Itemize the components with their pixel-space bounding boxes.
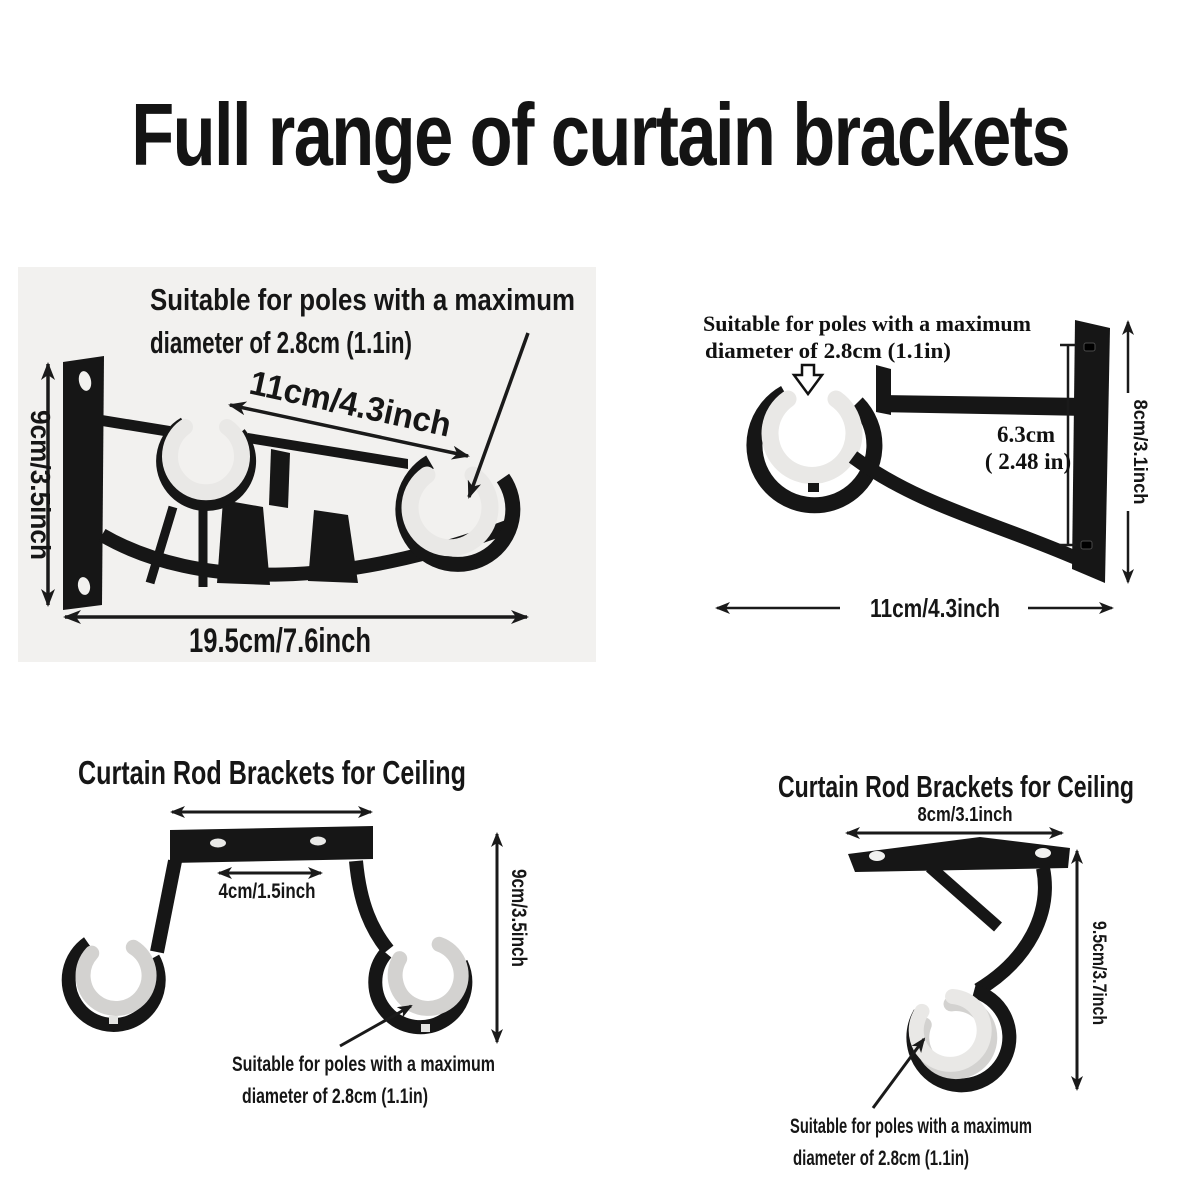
note-line1: Suitable for poles with a maximum	[790, 1115, 1032, 1138]
dim-height-label: 8cm/3.1inch	[1129, 400, 1150, 505]
cone-support	[308, 510, 358, 583]
left-leg	[150, 859, 182, 954]
single-ceiling-bracket-figure: Curtain Rod Brackets for Ceiling 8cm/3.1…	[778, 769, 1134, 1170]
page-title-text: Full range of curtain brackets	[131, 85, 1070, 184]
figure-title: Curtain Rod Brackets for Ceiling	[78, 754, 466, 791]
annotations: 8cm/3.1inch 9.5cm/3.7inch Suitable for p…	[790, 804, 1109, 1170]
screw-hole	[1080, 540, 1093, 550]
note-line1: Suitable for poles with a maximum	[232, 1053, 495, 1076]
note-line1: Suitable for poles with a maximum	[150, 282, 575, 317]
dim-width-label: 8cm/3.1inch	[918, 804, 1013, 826]
double-wall-bracket-drawing	[63, 356, 521, 610]
left-rod-clip	[75, 939, 157, 1016]
wall-plate	[1072, 320, 1110, 583]
dim-drop-cm: 6.3cm	[997, 422, 1055, 447]
dim-height-label: 9cm/3.5inch	[25, 410, 56, 560]
screw-hole	[210, 838, 226, 848]
screw-slot	[78, 371, 92, 391]
note-pointer-arrow	[339, 1004, 413, 1048]
annotations: 4cm/1.5inch 9cm/3.5inch Suitable for pol…	[170, 806, 530, 1108]
page-title: Full range of curtain brackets	[0, 84, 1200, 186]
screw-hole	[310, 836, 326, 846]
screw-slot	[77, 577, 91, 595]
single-wall-bracket-drawing	[746, 320, 1110, 583]
annotations: Suitable for poles with a maximum diamet…	[703, 311, 1150, 623]
double-wall-bracket-figure: Suitable for poles with a maximum diamet…	[18, 267, 596, 662]
double-ceiling-bracket-drawing	[61, 826, 473, 1035]
dim-height-label: 9.5cm/3.7inch	[1088, 921, 1109, 1025]
note-pointer-arrow	[467, 332, 530, 499]
upper-arm	[102, 415, 170, 437]
upper-arm	[876, 395, 1088, 416]
down-block-arrow-icon	[791, 363, 825, 397]
dim-spacing-label: 4cm/1.5inch	[219, 880, 316, 903]
right-rod-clip	[387, 936, 469, 1016]
rod-cup	[746, 386, 883, 514]
note-line2: diameter of 2.8cm (1.1in)	[793, 1147, 969, 1170]
rod-clip	[908, 988, 992, 1072]
double-ceiling-bracket-figure: Curtain Rod Brackets for Ceiling 4cm/1.5…	[61, 754, 530, 1108]
clip-tab	[109, 1016, 118, 1024]
note-pointer-arrow	[871, 1037, 926, 1109]
ceiling-plate	[848, 837, 1070, 872]
note-line1: Suitable for poles with a maximum	[703, 311, 1031, 336]
screw-hole	[1035, 848, 1051, 858]
arm-stub	[269, 449, 290, 508]
figure-title: Curtain Rod Brackets for Ceiling	[778, 769, 1134, 804]
dim-length-label: 19.5cm/7.6inch	[189, 622, 371, 660]
screw-hole	[869, 851, 885, 861]
cone-support	[217, 500, 270, 585]
single-wall-bracket-figure: Suitable for poles with a maximum diamet…	[703, 311, 1150, 623]
wall-plate	[63, 356, 104, 610]
right-leg	[349, 860, 394, 955]
note-line2: diameter of 2.8cm (1.1in)	[242, 1085, 428, 1108]
stem	[974, 866, 1052, 997]
lower-arm	[848, 451, 1079, 565]
dim-drop-in: ( 2.48 in)	[985, 449, 1071, 474]
clip-tab	[421, 1024, 430, 1032]
clip-tab	[808, 483, 819, 492]
photo-background	[18, 267, 596, 662]
brace	[926, 862, 1002, 932]
dim-drop-line	[1060, 343, 1076, 547]
note-line2: diameter of 2.8cm (1.1in)	[705, 338, 951, 363]
rod-clip	[761, 390, 863, 484]
strut-a	[145, 505, 208, 587]
single-ceiling-bracket-drawing	[848, 837, 1070, 1093]
dim-length-label: 11cm/4.3inch	[870, 593, 1000, 623]
left-hook	[61, 937, 166, 1032]
dim-height-label: 9cm/3.5inch	[507, 869, 530, 967]
ceiling-plate	[170, 826, 373, 863]
rod-clip	[401, 466, 499, 557]
screw-hole	[1083, 342, 1096, 352]
dim-span-arrow	[228, 401, 470, 460]
note-line2: diameter of 2.8cm (1.1in)	[150, 325, 412, 360]
